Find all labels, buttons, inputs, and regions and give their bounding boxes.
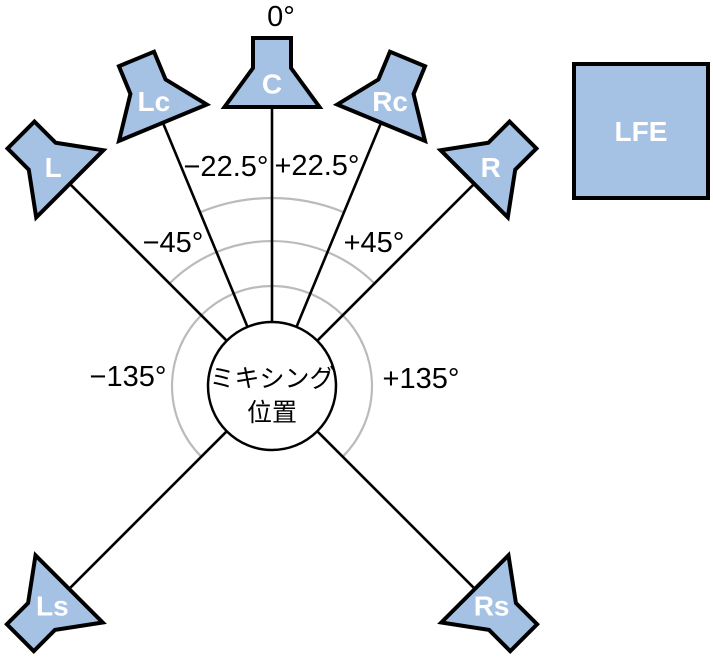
speaker-label-L: L: [45, 152, 62, 183]
speaker-label-Rc: Rc: [372, 86, 408, 117]
speaker-Lc: [116, 49, 212, 145]
speaker-L: [4, 118, 108, 222]
angle-label-L: −45°: [143, 227, 204, 259]
speaker-Ls: [4, 551, 107, 654]
speaker-Rc: [332, 49, 428, 145]
lfe-box: [572, 62, 710, 200]
speaker-Rs: [437, 551, 540, 654]
mixing-position-circle: [206, 320, 338, 452]
angle-label-R: +45°: [344, 227, 405, 259]
angle-label-Rs: +135°: [383, 363, 460, 395]
speaker-icon: [4, 551, 107, 654]
speaker-icon: [436, 118, 540, 222]
speaker-C: [220, 36, 324, 109]
speaker-icon: [332, 49, 428, 145]
speaker-label-Rs: Rs: [474, 590, 510, 621]
speaker-label-Lc: Lc: [138, 86, 171, 117]
angle-label-C: 0°: [267, 1, 295, 33]
mixing-position-label-line2: 位置: [247, 399, 297, 427]
lfe-label: LFE: [615, 116, 668, 147]
speaker-icon: [4, 118, 108, 222]
speaker-label-Ls: Ls: [36, 590, 69, 621]
speaker-label-R: R: [481, 152, 501, 183]
speaker-icon: [220, 36, 324, 109]
angle-label-Lc: −22.5°: [184, 151, 269, 183]
mixing-position-label-line1: ミキシング: [209, 365, 334, 393]
angle-label-Ls: −135°: [90, 361, 167, 393]
speaker-icon: [437, 551, 540, 654]
speaker-label-C: C: [262, 68, 282, 99]
speaker-R: [436, 118, 540, 222]
speaker-icon: [116, 49, 212, 145]
angle-label-Rc: +22.5°: [275, 150, 360, 182]
